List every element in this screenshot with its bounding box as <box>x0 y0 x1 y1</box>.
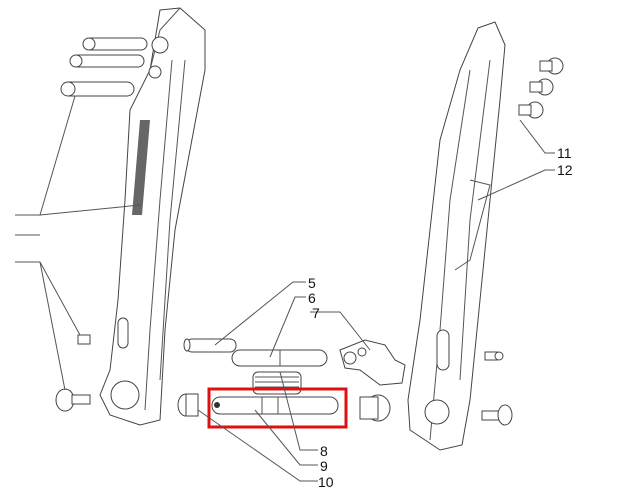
left-frame-arm <box>99 7 206 426</box>
right-bolts <box>481 57 564 426</box>
callout-leaders <box>197 281 371 482</box>
shaft-9 <box>211 396 339 415</box>
leader-lines-right <box>477 119 555 201</box>
shaft-6 <box>231 349 328 367</box>
highlight-box <box>207 387 348 429</box>
bushing-right <box>359 394 391 422</box>
logo <box>132 120 150 215</box>
callout-8: 8 <box>320 443 328 459</box>
callout-7: 7 <box>312 305 320 321</box>
callout-9: 9 <box>320 458 328 474</box>
leader-lines-left <box>15 95 141 391</box>
bracket-7 <box>339 339 406 386</box>
callout-6: 6 <box>308 290 316 306</box>
left-bolts <box>55 37 148 412</box>
right-frame-arm <box>407 21 506 451</box>
spring <box>252 371 302 395</box>
callout-11: 11 <box>557 145 572 161</box>
pin-5 <box>183 338 237 353</box>
bushing-10 <box>177 393 199 417</box>
callout-10: 10 <box>318 474 334 490</box>
callout-5: 5 <box>308 275 316 291</box>
callout-12: 12 <box>557 162 573 178</box>
